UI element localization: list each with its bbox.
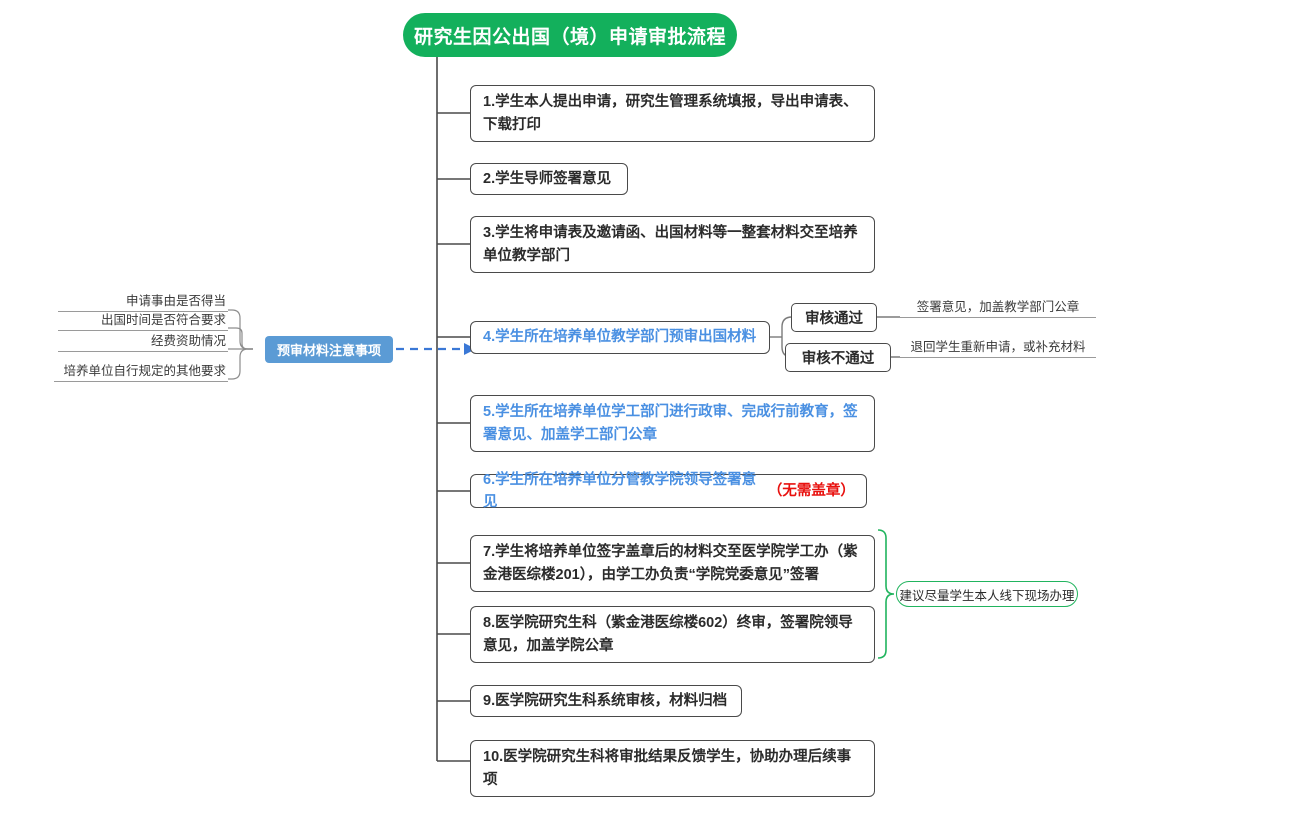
annotation-fail: 退回学生重新申请，或补充材料 (900, 337, 1096, 358)
step-box-10[interactable]: 10.医学院研究生科将审批结果反馈学生，协助办理后续事项 (470, 740, 875, 797)
step-5-text: 5.学生所在培养单位学工部门进行政审、完成行前教育，签署意见、加盖学工部门公章 (483, 404, 858, 443)
presubmission-item-2-text: 出国时间是否符合要求 (100, 313, 226, 327)
group-brace (877, 529, 895, 659)
step-6-suffix: （无需盖章） (767, 482, 855, 499)
step-box-3[interactable]: 3.学生将申请表及邀请函、出国材料等一整套材料交至培养单位教学部门 (470, 216, 875, 273)
step-box-8[interactable]: 8.医学院研究生科（紫金港医综楼602）终审，签署院领导意见，加盖学院公章 (470, 606, 875, 663)
group-note: 建议尽量学生本人线下现场办理 (896, 581, 1078, 607)
step-box-6[interactable]: 6.学生所在培养单位分管教学院领导签署意见 （无需盖章） (470, 472, 867, 510)
presubmission-item-1: 申请事由是否得当 (58, 292, 228, 312)
presubmission-item-3-text: 经费资助情况 (150, 334, 226, 348)
presubmission-item-4: 培养单位自行规定的其他要求 (54, 362, 228, 382)
step-8-text: 8.医学院研究生科（紫金港医综楼602）终审，签署院领导意见，加盖学院公章 (483, 615, 853, 654)
presubmission-node[interactable]: 预审材料注意事项 (265, 336, 393, 363)
step-box-9[interactable]: 9.医学院研究生科系统审核，材料归档 (470, 685, 742, 717)
step-3-text: 3.学生将申请表及邀请函、出国材料等一整套材料交至培养单位教学部门 (483, 225, 858, 264)
annotation-pass: 签署意见，加盖教学部门公章 (900, 297, 1096, 318)
step-box-2[interactable]: 2.学生导师签署意见 (470, 163, 628, 195)
step-10-text: 10.医学院研究生科将审批结果反馈学生，协助办理后续事项 (483, 749, 852, 788)
presubmission-node-label: 预审材料注意事项 (276, 343, 381, 358)
result-fail-label: 审核不通过 (801, 351, 875, 367)
presubmission-item-1-text: 申请事由是否得当 (125, 294, 226, 308)
connector-leaf-4 (228, 348, 253, 380)
connector-leaf-1 (228, 309, 253, 350)
step-2-text: 2.学生导师签署意见 (483, 170, 612, 187)
presubmission-item-4-text: 培养单位自行规定的其他要求 (63, 364, 226, 378)
result-box-fail[interactable]: 审核不通过 (785, 343, 891, 372)
group-note-text: 建议尽量学生本人线下现场办理 (899, 588, 1075, 603)
root-title: 研究生因公出国（境）申请审批流程 (403, 13, 737, 57)
step-9-text: 9.医学院研究生科系统审核，材料归档 (483, 692, 728, 709)
step-6-text: 6.学生所在培养单位分管教学院领导签署意见 (483, 471, 757, 510)
annotation-fail-text: 退回学生重新申请，或补充材料 (910, 340, 1086, 354)
step-box-1[interactable]: 1.学生本人提出申请，研究生管理系统填报，导出申请表、下载打印 (470, 85, 875, 142)
connector-leaf-2 (228, 327, 253, 350)
presubmission-item-2: 出国时间是否符合要求 (58, 311, 228, 331)
step-4-text: 4.学生所在培养单位教学部门预审出国材料 (483, 329, 757, 346)
step-1-text: 1.学生本人提出申请，研究生管理系统填报，导出申请表、下载打印 (483, 94, 858, 133)
step-box-4[interactable]: 4.学生所在培养单位教学部门预审出国材料 (470, 321, 770, 354)
presubmission-item-3: 经费资助情况 (58, 332, 228, 352)
step-box-7[interactable]: 7.学生将培养单位签字盖章后的材料交至医学院学工办（紫金港医综楼201），由学工… (470, 535, 875, 592)
annotation-pass-text: 签署意见，加盖教学部门公章 (916, 300, 1080, 314)
result-pass-label: 审核通过 (805, 311, 863, 327)
result-box-pass[interactable]: 审核通过 (791, 303, 877, 332)
step-7-text: 7.学生将培养单位签字盖章后的材料交至医学院学工办（紫金港医综楼201），由学工… (483, 544, 858, 583)
step-box-5[interactable]: 5.学生所在培养单位学工部门进行政审、完成行前教育，签署意见、加盖学工部门公章 (470, 395, 875, 452)
